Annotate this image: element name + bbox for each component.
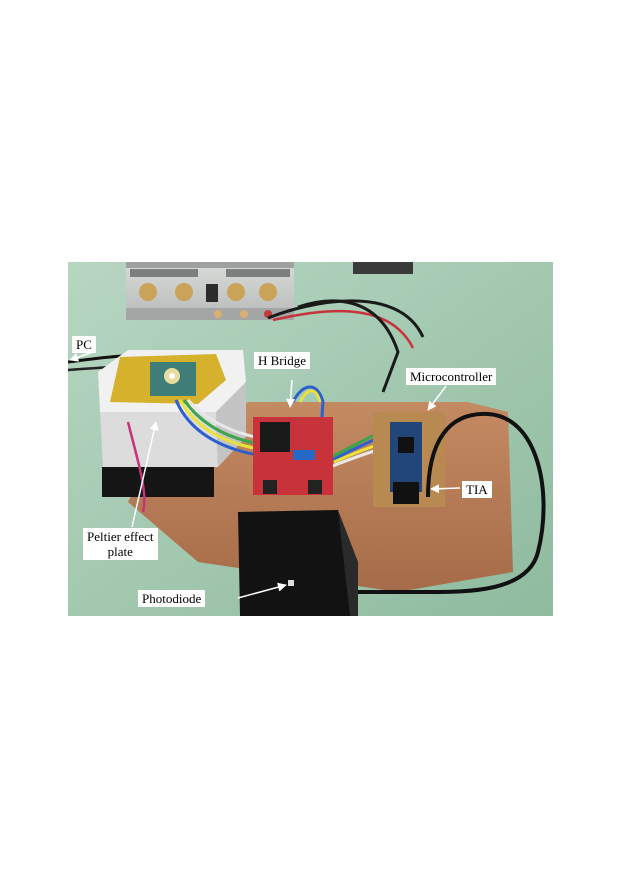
h-bridge-board — [253, 417, 333, 495]
h-bridge-arrow — [286, 379, 296, 408]
pc-label: PC — [72, 336, 96, 353]
microcontroller-label: Microcontroller — [406, 368, 497, 385]
peltier-label: Peltier effect plate — [83, 528, 158, 560]
peltier-arrow — [131, 421, 159, 528]
dark-corner — [353, 262, 413, 274]
h-bridge-label: H Bridge — [254, 352, 311, 369]
photodiode-enclosure — [238, 510, 358, 616]
pc-arrow — [69, 351, 94, 362]
microcontroller-board — [373, 412, 445, 507]
peltier-label-line2: plate — [107, 544, 133, 559]
photodiode-arrow — [237, 582, 287, 599]
photodiode-label: Photodiode — [138, 590, 206, 607]
tia-label: TIA — [462, 481, 492, 498]
peltier-label-line1: Peltier effect — [87, 529, 154, 544]
experimental-setup-photo — [68, 262, 553, 616]
tia-arrow — [430, 484, 461, 494]
power-supply — [126, 262, 294, 320]
microcontroller-arrow — [427, 385, 447, 411]
